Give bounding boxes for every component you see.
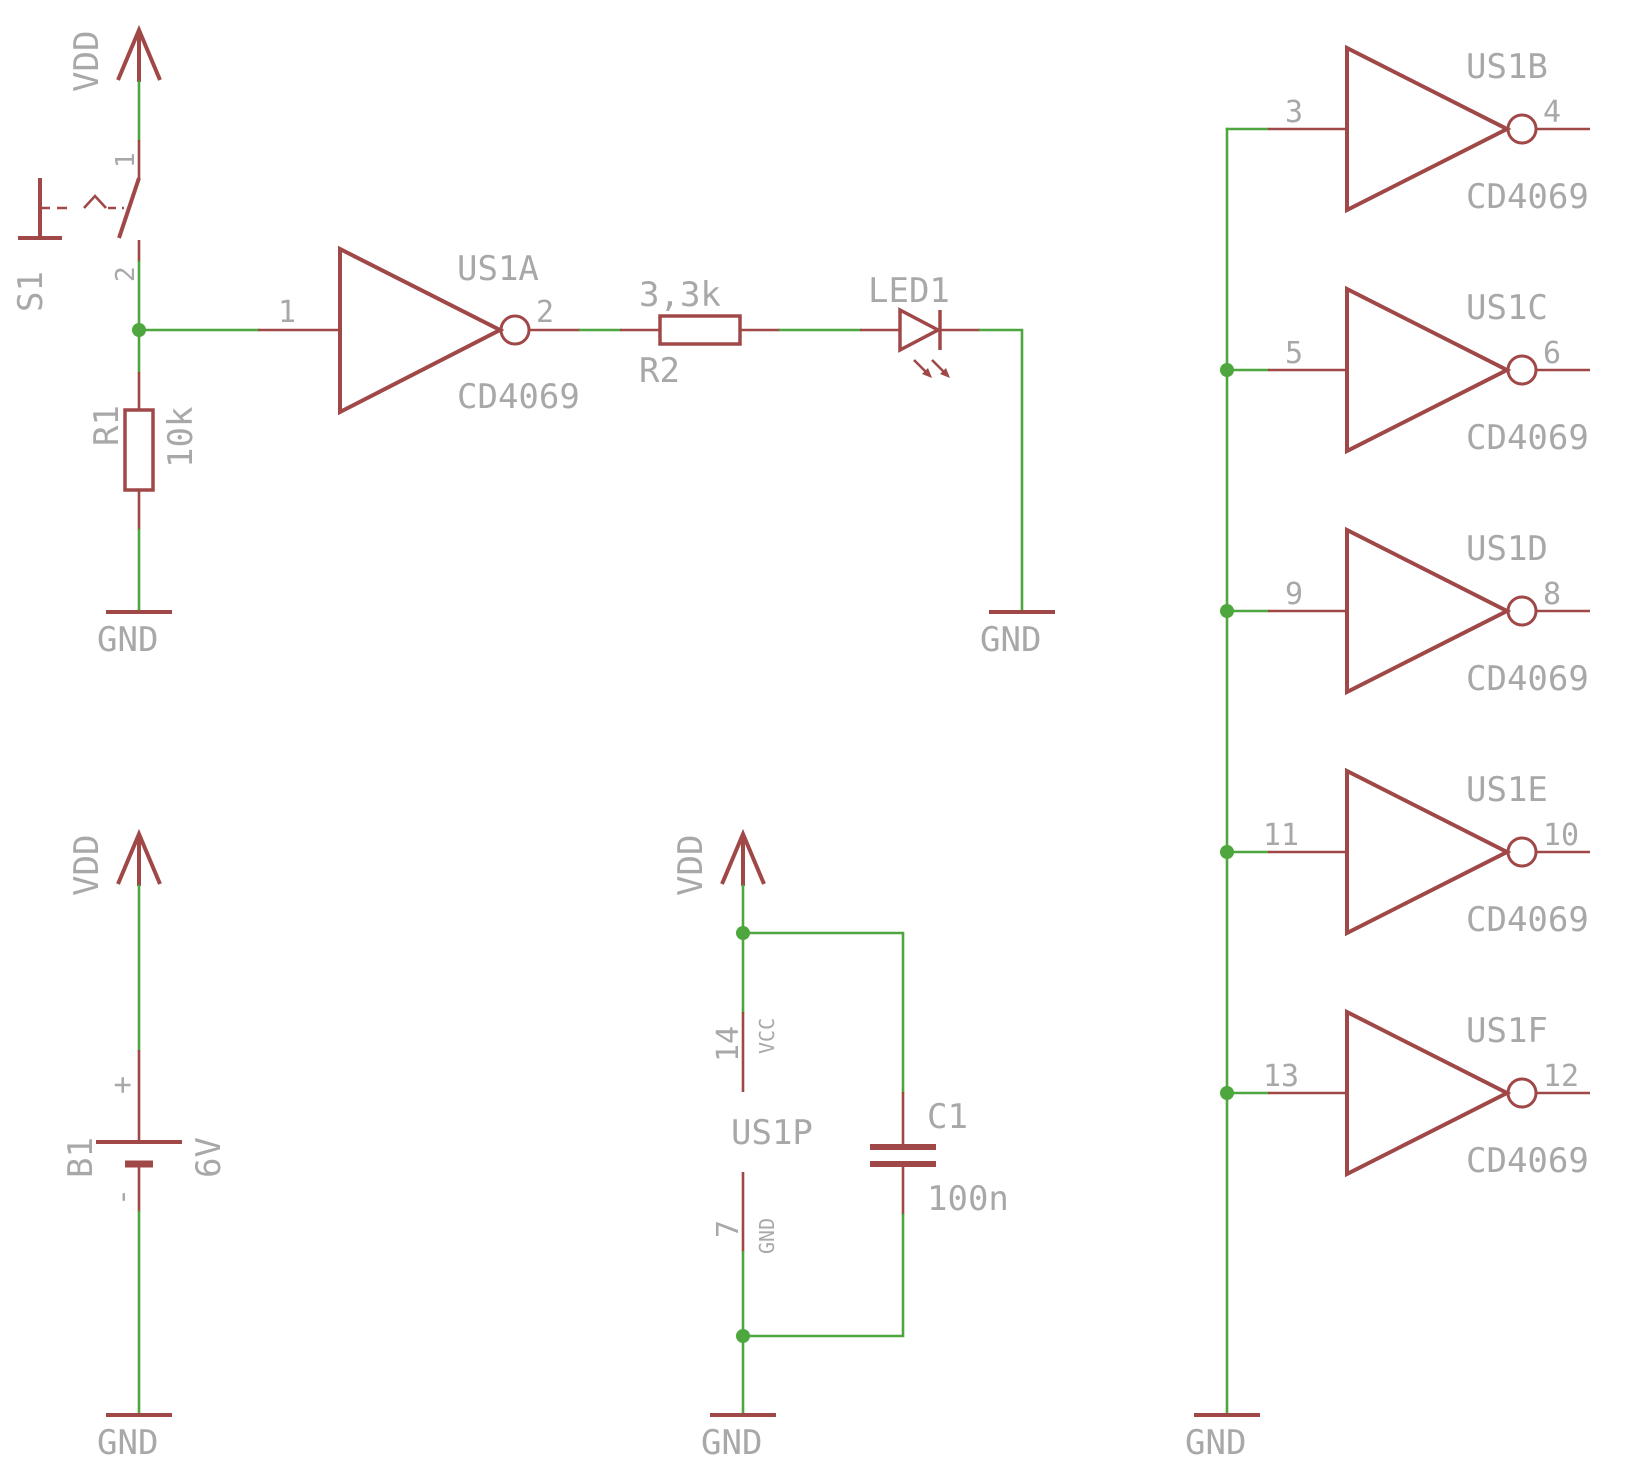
c1-value-label: 100n (927, 1179, 1009, 1219)
gnd-symbol-right: GND (1185, 1413, 1260, 1459)
us1p-gnd-pin: 7 (711, 1220, 746, 1238)
inverter-us1f: 13 12 US1F CD4069 (1263, 1008, 1590, 1181)
us1c-ref-label: US1C (1466, 288, 1548, 328)
us1p-gnd-name: GND (755, 1218, 779, 1254)
us1e-in-pin: 11 (1263, 818, 1299, 853)
gnd-label-top-left: GND (97, 620, 158, 660)
r2-ref-label: R2 (639, 351, 680, 391)
vdd-symbol-bottom-mid: VDD (671, 828, 766, 896)
us1a-part-label: CD4069 (457, 377, 580, 417)
us1a-ref-label: US1A (457, 249, 539, 289)
vdd-symbol-bottom-left: VDD (67, 828, 162, 896)
junction-us1e-in (1220, 845, 1234, 859)
led-led1: LED1 (860, 271, 980, 378)
us1d-in-pin: 9 (1285, 577, 1303, 612)
gnd-label-bottom-mid: GND (701, 1423, 762, 1459)
r1-ref-label: R1 (87, 405, 127, 446)
us1p-ref-label: US1P (731, 1113, 813, 1153)
us1c-part-label: CD4069 (1466, 418, 1589, 458)
switch-ref-label: S1 (11, 271, 51, 312)
r1-value-label: 10k (161, 407, 201, 468)
gnd-label-right: GND (1185, 1423, 1246, 1459)
us1b-ref-label: US1B (1466, 47, 1548, 87)
gnd-symbol-bottom-mid: GND (701, 1413, 776, 1459)
battery-minus-label: - (105, 1188, 140, 1206)
us1b-part-label: CD4069 (1466, 177, 1589, 217)
us1p-vcc-name: VCC (755, 1018, 779, 1054)
vdd-label-top-left: VDD (67, 31, 107, 92)
us1e-ref-label: US1E (1466, 770, 1548, 810)
led-ref-label: LED1 (868, 271, 950, 311)
us1f-ref-label: US1F (1466, 1011, 1548, 1051)
us1d-part-label: CD4069 (1466, 659, 1589, 699)
gnd-symbol-top-left: GND (97, 610, 172, 660)
junction-us1f-in (1220, 1086, 1234, 1100)
gnd-label-top-mid: GND (980, 620, 1041, 660)
gnd-symbol-top-mid: GND (980, 610, 1055, 660)
capacitor-c1: C1 100n (870, 1092, 1009, 1219)
gnd-symbol-bottom-left: GND (97, 1413, 172, 1459)
switch-pin2-label: 2 (111, 266, 141, 282)
us1b-in-pin: 3 (1285, 95, 1303, 130)
vdd-label-bottom-mid: VDD (671, 835, 711, 896)
battery-b1: + - B1 6V (61, 1050, 229, 1212)
battery-plus-label: + (105, 1076, 140, 1094)
resistor-r2: 3,3k R2 (620, 275, 780, 391)
inverter-us1a: 1 2 US1A CD4069 (258, 245, 580, 417)
switch-pin1-label: 1 (111, 152, 141, 168)
junction-us1c-in (1220, 363, 1234, 377)
us1c-out-pin: 6 (1543, 336, 1561, 371)
inverter-us1d: 9 8 US1D CD4069 (1268, 526, 1590, 699)
r2-value-label: 3,3k (639, 275, 721, 315)
inverter-us1c: 5 6 US1C CD4069 (1268, 285, 1590, 458)
us1a-in-pin: 1 (278, 295, 296, 330)
us1e-out-pin: 10 (1543, 818, 1579, 853)
us1c-in-pin: 5 (1285, 336, 1303, 371)
resistor-r1: R1 10k (87, 372, 201, 530)
inverter-us1e: 11 10 US1E CD4069 (1263, 767, 1590, 940)
us1e-part-label: CD4069 (1466, 900, 1589, 940)
power-unit-us1p: 14 VCC US1P 7 GND (711, 1012, 813, 1254)
us1d-ref-label: US1D (1466, 529, 1548, 569)
gnd-label-bottom-left: GND (97, 1423, 158, 1459)
us1f-part-label: CD4069 (1466, 1141, 1589, 1181)
us1b-out-pin: 4 (1543, 95, 1561, 130)
us1f-in-pin: 13 (1263, 1059, 1299, 1094)
us1f-out-pin: 12 (1543, 1059, 1579, 1094)
us1d-out-pin: 8 (1543, 577, 1561, 612)
c1-ref-label: C1 (927, 1097, 968, 1137)
junction-us1d-in (1220, 604, 1234, 618)
inverter-us1b: 3 4 US1B CD4069 (1268, 44, 1590, 217)
us1a-out-pin: 2 (536, 295, 554, 330)
vdd-symbol-top-left: VDD (67, 24, 162, 92)
switch-s1: 1 2 S1 (11, 140, 141, 312)
vdd-label-bottom-left: VDD (67, 835, 107, 896)
battery-ref-label: B1 (61, 1137, 101, 1178)
battery-value-label: 6V (189, 1137, 229, 1178)
us1p-vcc-pin: 14 (711, 1026, 746, 1062)
